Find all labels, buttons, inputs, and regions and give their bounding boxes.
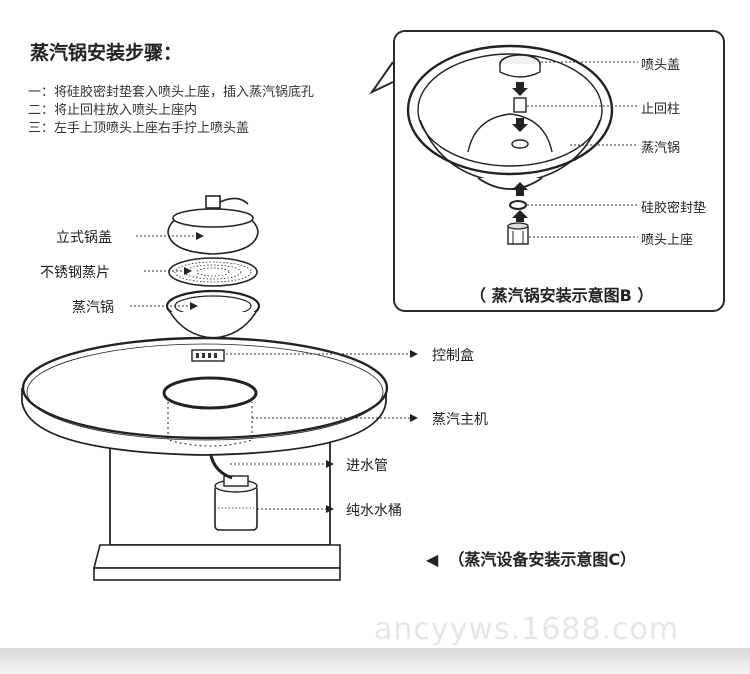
silicone-seal	[509, 200, 527, 210]
assembly-arrows	[512, 82, 528, 222]
check-column	[513, 97, 527, 113]
diagram-c-left-leaders	[130, 235, 198, 307]
steam-host-opening	[162, 376, 258, 410]
label-control-box: 控制盒	[432, 348, 474, 364]
label-steam-wok-c: 蒸汽锅	[72, 300, 114, 316]
diagram-c-right-leaders	[226, 353, 410, 510]
round-tabletop	[21, 336, 389, 456]
step-1: 一：将硅胶密封垫套入喷头上座，插入蒸汽锅底孔	[28, 85, 315, 100]
left-leader-dots	[184, 232, 204, 310]
label-steam-wok-b: 蒸汽锅	[641, 141, 681, 156]
wok-hole	[511, 139, 529, 149]
standing-lid	[167, 195, 259, 255]
label-nozzle-cap: 喷头盖	[641, 58, 681, 73]
install-steps: 一：将硅胶密封垫套入喷头上座，插入蒸汽锅底孔 二：将止回柱放入喷头上座内 三：左…	[28, 84, 314, 138]
bottom-shadow-bar	[0, 648, 750, 674]
step-2: 二：将止回柱放入喷头上座内	[28, 103, 198, 118]
diagram-c-caption: ◀ （蒸汽设备安装示意图C）	[426, 546, 636, 570]
label-steam-host: 蒸汽主机	[432, 412, 488, 428]
right-leader-dots	[326, 350, 418, 513]
label-standing-lid: 立式锅盖	[56, 230, 112, 246]
step-3: 三：左手上顶喷头上座右手拧上喷头盖	[28, 121, 250, 136]
label-inlet-pipe: 进水管	[346, 458, 388, 474]
wok-bottom	[477, 177, 543, 190]
diagram-c-caption-text: （蒸汽设备安装示意图C）	[448, 550, 637, 569]
label-check-column: 止回柱	[641, 102, 681, 117]
label-pure-water-bucket: 纯水水桶	[346, 503, 402, 519]
panel-b-pointer	[369, 61, 394, 95]
label-silicone-seal: 硅胶密封垫	[641, 201, 707, 216]
steam-wok	[165, 289, 261, 339]
steel-steamer-plate	[168, 257, 258, 287]
diagram-b-caption: （ 蒸汽锅安装示意图B ）	[470, 286, 654, 305]
pure-water-bucket	[214, 475, 258, 531]
diagram-b-leaders	[527, 61, 638, 238]
page-title: 蒸汽锅安装步骤：	[30, 42, 183, 64]
diagram-b-panel	[393, 30, 725, 312]
wok-rim	[406, 44, 614, 176]
wok-exploded-diagram	[406, 44, 614, 245]
left-triangle-icon: ◀	[426, 550, 439, 569]
watermark: ancyyws.1688.com	[374, 612, 680, 647]
label-steel-steamer-plate: 不锈钢蒸片	[40, 265, 110, 281]
label-nozzle-seat: 喷头上座	[641, 233, 694, 248]
